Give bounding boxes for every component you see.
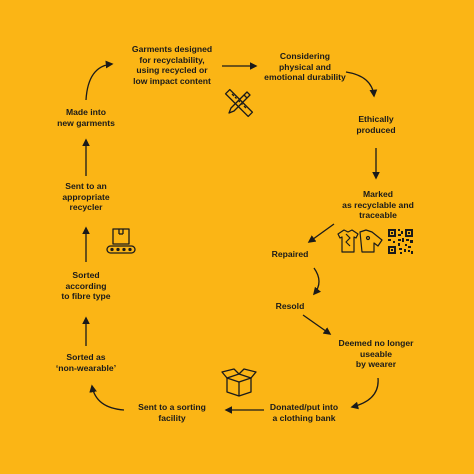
- step-ethically-produced: Ethically produced: [356, 114, 396, 135]
- step-resold: Resold: [275, 301, 305, 311]
- step-sent-to-recycler: Sent to an appropriate recycler: [62, 181, 110, 213]
- arrow-deemed-to-donated: [350, 377, 379, 410]
- arrow-sorting-to-nonwearable: [89, 384, 125, 411]
- conveyor-box-icon: [106, 228, 136, 254]
- arrow-marked-to-repaired: [307, 223, 335, 243]
- step-repaired: Repaired: [271, 249, 309, 259]
- arrow-repaired-to-resold: [313, 267, 321, 296]
- step-new-garments: Made into new garments: [57, 107, 115, 128]
- arrow-durability-to-ethical: [345, 71, 378, 98]
- arrow-resold-to-deemed: [302, 314, 332, 335]
- step-marked-recyclable: Marked as recyclable and traceable: [342, 189, 414, 221]
- step-sorting-facility: Sent to a sorting facility: [138, 402, 206, 423]
- arrow-garments-to-designed: [85, 60, 114, 101]
- garment-tags-icon: [337, 229, 383, 253]
- step-donated: Donated/put into a clothing bank: [269, 402, 339, 423]
- step-sorted-fibre-type: Sorted according to fibre type: [61, 270, 111, 302]
- qr-code-icon: [388, 229, 413, 254]
- step-considering-durability: Considering physical and emotional durab…: [264, 51, 346, 83]
- step-deemed-no-longer-useable: Deemed no longer useable by wearer: [338, 338, 414, 370]
- pencil-ruler-icon: [224, 88, 254, 118]
- step-garments-designed: Garments designed for recyclability, usi…: [131, 44, 213, 86]
- step-sorted-non-wearable: Sorted as ‘non-wearable’: [55, 352, 117, 373]
- open-box-icon: [221, 368, 257, 397]
